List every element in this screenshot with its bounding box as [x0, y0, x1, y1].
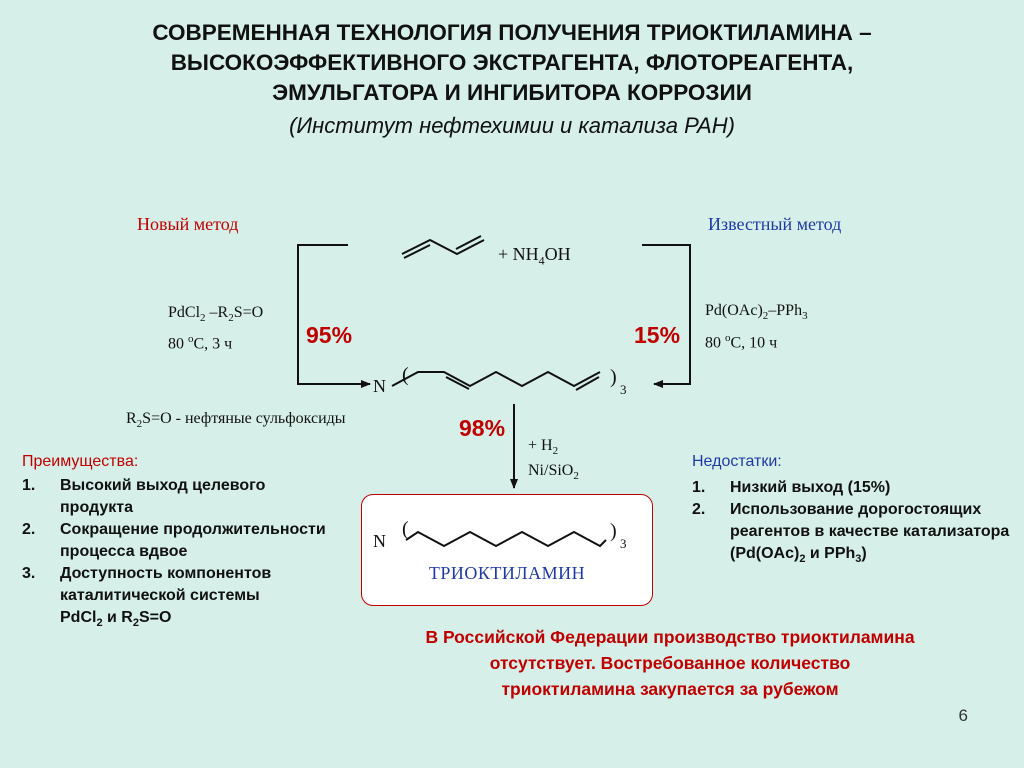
butadiene-structure: [401, 235, 485, 259]
title-line-3: ЭМУЛЬГАТОРА И ИНГИБИТОРА КОРРОЗИИ: [272, 80, 752, 105]
title-line-2: ВЫСОКОЭФФЕКТИВНОГО ЭКСТРАГЕНТА, ФЛОТОРЕА…: [170, 50, 854, 75]
new-method-catalyst: PdCl2 –R2S=O: [168, 304, 264, 325]
list-item: 2. Сокращение продолжительности процесса…: [22, 521, 326, 560]
octadienyl-chain: [391, 370, 601, 391]
product-name: ТРИОКТИЛАМИН: [428, 563, 586, 583]
new-method-arrow: [297, 244, 371, 388]
list-item: 2. Использование дорогостоящих реагентов…: [692, 501, 1010, 566]
disadvantages-heading: Недостатки:: [692, 453, 782, 470]
product-octyl-chain: [405, 530, 607, 548]
product-n-atom: N: [373, 531, 386, 551]
title-line-1: СОВРЕМЕННАЯ ТЕХНОЛОГИЯ ПОЛУЧЕНИЯ ТРИОКТИ…: [152, 20, 872, 45]
product-box: [361, 494, 653, 606]
known-method-yield: 15%: [634, 322, 681, 348]
slide-title: СОВРЕМЕННАЯ ТЕХНОЛОГИЯ ПОЛУЧЕНИЯ ТРИОКТИ…: [40, 18, 984, 108]
product-count: 3: [620, 536, 627, 551]
advantages-list: 1. Высокий выход целевого продукта 2. Со…: [22, 475, 342, 634]
product-paren-open: (: [402, 518, 409, 540]
nickel-catalyst: Ni/SiO2: [528, 462, 579, 483]
known-method-catalyst: Pd(OAc)2–PPh3: [705, 302, 808, 323]
known-method-arrow: [642, 244, 691, 388]
list-item: 3. Доступность компонентов каталитическо…: [22, 565, 272, 630]
hydrogenation-yield: 98%: [459, 415, 506, 441]
new-method-yield: 95%: [306, 322, 353, 348]
intermediate-paren-open: (: [402, 364, 409, 386]
page-number: 6: [958, 706, 968, 725]
footer-note: В Российской Федерации производство трио…: [425, 627, 915, 699]
intermediate-paren-close: ): [610, 366, 617, 388]
known-method-conditions: 80 оС, 10 ч: [705, 332, 778, 352]
intermediate-n-atom: N: [373, 376, 386, 396]
disadvantages-list: 1. Низкий выход (15%) 2. Использование д…: [692, 477, 1010, 570]
list-item: 1. Высокий выход целевого продукта: [22, 477, 266, 516]
new-method-label: Новый метод: [137, 214, 239, 234]
list-item: 1. Низкий выход (15%): [692, 479, 891, 496]
slide-subtitle: (Институт нефтехимии и катализа РАН): [289, 113, 735, 138]
ammonia-reagent: + NH4OH: [498, 244, 571, 268]
hydrogen-reagent: + H2: [528, 437, 559, 458]
new-method-conditions: 80 оС, 3 ч: [168, 333, 233, 353]
sulfoxide-note: R2S=O - нефтяные сульфоксиды: [126, 410, 346, 431]
product-paren-close: ): [610, 520, 617, 542]
advantages-heading: Преимущества:: [22, 453, 139, 470]
known-method-label: Известный метод: [708, 214, 842, 234]
intermediate-count: 3: [620, 382, 627, 397]
